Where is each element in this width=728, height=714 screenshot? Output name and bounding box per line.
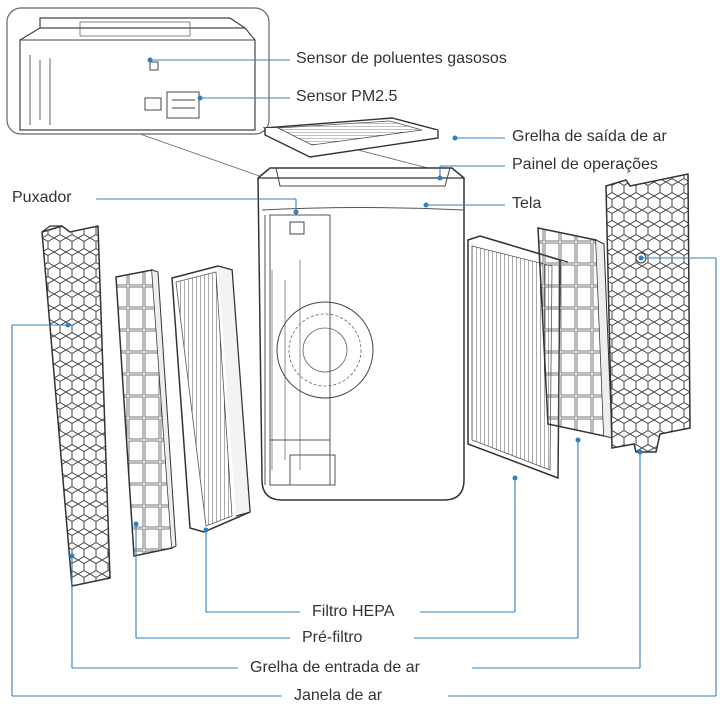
leader-dots — [65, 57, 644, 559]
inlet-grille-right-drawing — [605, 173, 691, 453]
handle-recess-icon — [289, 221, 305, 235]
label-air-window: Janela de ar — [290, 687, 387, 705]
label-gas-sensor: Sensor de poluentes gasosos — [296, 50, 507, 67]
pm25-sensor-port-icon — [166, 91, 200, 119]
label-outlet-grille: Grelha de saída de ar — [512, 128, 667, 145]
inlet-grille-left-drawing — [41, 225, 111, 587]
leader-lines — [11, 59, 717, 697]
gas-sensor-port-icon — [149, 61, 159, 71]
outlet-grille-drawing — [262, 117, 439, 158]
pre-filter-left-drawing — [115, 269, 177, 557]
hepa-filter-right-drawing — [467, 235, 569, 480]
label-pre-filter: Pré-filtro — [298, 629, 367, 647]
sensor-inset — [6, 7, 456, 179]
label-operation-panel: Painel de operações — [512, 156, 658, 173]
hepa-filter-left-drawing — [171, 265, 251, 533]
label-pm25-sensor: Sensor PM2.5 — [296, 88, 398, 105]
purifier-body-drawing — [257, 167, 465, 501]
label-hepa-filter: Filtro HEPA — [308, 603, 399, 621]
label-inlet-grille: Grelha de entrada de ar — [246, 659, 424, 677]
pre-filter-right-drawing — [537, 227, 613, 439]
label-handle: Puxador — [12, 189, 72, 206]
label-screen: Tela — [512, 195, 542, 212]
